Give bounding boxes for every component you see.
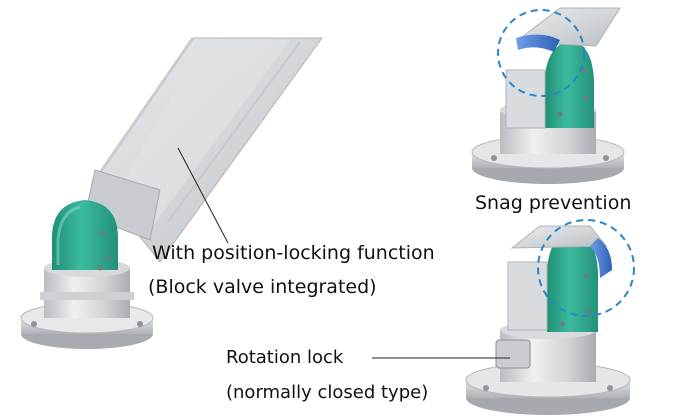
snag-prevention-robot-illustration bbox=[471, 7, 625, 184]
blue-highlight-band bbox=[516, 34, 560, 52]
main-robot-illustration bbox=[20, 37, 323, 349]
normally-closed-label: (normally closed type) bbox=[226, 382, 429, 403]
rotation-lock-robot-illustration bbox=[465, 219, 635, 415]
snag-prevention-label: Snag prevention bbox=[475, 192, 632, 214]
snag-dashed-circle bbox=[497, 9, 585, 97]
robot-base bbox=[20, 259, 154, 349]
position-lock-label: With position-locking function bbox=[152, 242, 435, 264]
rotation-lock-module bbox=[495, 339, 531, 369]
green-joint-cover bbox=[52, 200, 118, 271]
rotation-dashed-circle bbox=[537, 219, 635, 317]
blue-highlight-band-2 bbox=[590, 238, 612, 278]
robot-arm bbox=[84, 37, 323, 263]
rotation-lock-label: Rotation lock bbox=[226, 347, 344, 368]
position-lock-leader-line bbox=[177, 147, 229, 244]
block-valve-label: (Block valve integrated) bbox=[148, 276, 377, 298]
